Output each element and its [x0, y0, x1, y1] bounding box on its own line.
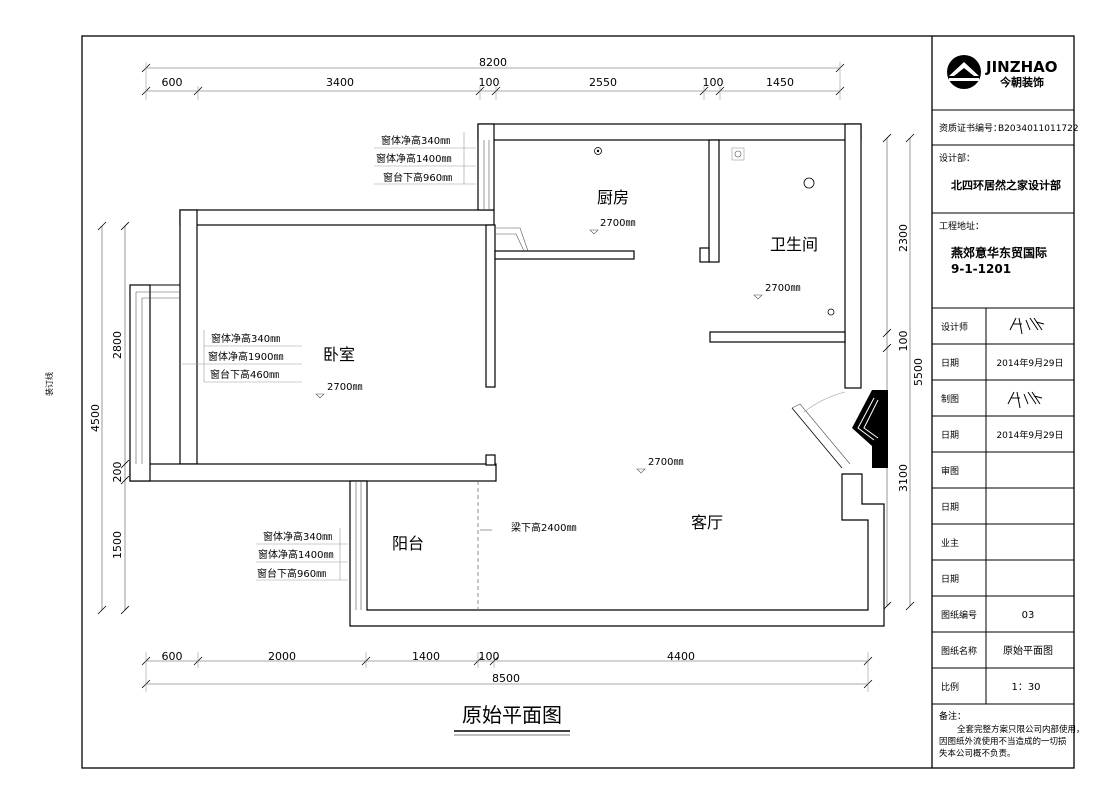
row-value-drawing-number: 03 — [1022, 610, 1035, 621]
row-label-date-4: 日期 — [941, 574, 959, 585]
remarks-line-2: 因图纸外流使用不当造成的一切损 — [939, 736, 1067, 747]
dim-top-total: 8200 — [479, 56, 507, 69]
address-line-1: 燕郊意华东贸国际 — [951, 245, 1047, 260]
row-label-scale: 比例 — [941, 681, 959, 693]
row-label-date-1: 日期 — [941, 358, 959, 369]
dim-bottom-2: 2000 — [268, 650, 296, 663]
height-bathroom: 2700㎜ — [765, 283, 800, 294]
kitchen-window-note-3: 窗台下高960㎜ — [383, 171, 452, 184]
balcony-window-note-frame — [256, 528, 348, 581]
remarks-label: 备注： — [939, 710, 966, 722]
walls — [129, 123, 885, 627]
bottom-dimension-lines — [141, 652, 873, 692]
dim-right-2: 100 — [897, 331, 910, 352]
room-living-label: 客厅 — [691, 513, 723, 532]
row-label-date-3: 日期 — [941, 502, 959, 513]
room-bathroom-label: 卫生间 — [770, 235, 818, 254]
address-label: 工程地址： — [939, 220, 984, 232]
row-value-drawing-name: 原始平面图 — [1003, 644, 1053, 657]
cert-value: B2034011011722 — [998, 124, 1079, 134]
dim-top-6: 1450 — [766, 76, 794, 89]
remarks-line-3: 失本公司概不负责。 — [939, 748, 1016, 759]
logo-cn: 今朝装饰 — [999, 75, 1044, 89]
dim-left-2: 200 — [111, 462, 124, 483]
logo-name: JINZHAO — [985, 58, 1058, 76]
height-bedroom: 2700㎜ — [327, 382, 362, 393]
entry-door — [791, 390, 888, 469]
cert-label: 资质证书编号： — [939, 122, 1002, 134]
dim-right-3: 3100 — [897, 464, 910, 492]
fixtures — [594, 147, 835, 316]
row-label-drawing-number: 图纸编号 — [941, 609, 977, 621]
title-block-grid — [932, 109, 1074, 705]
left-dimension-lines — [97, 221, 130, 615]
row-label-drawing-name: 图纸名称 — [941, 645, 977, 657]
dim-right-1: 2300 — [897, 224, 910, 252]
beam-line — [477, 481, 492, 610]
dim-top-1: 600 — [162, 76, 183, 89]
bedroom-window-note-frame — [182, 330, 302, 383]
dept-label: 设计部： — [939, 152, 975, 164]
dim-bottom-total: 8500 — [492, 672, 520, 685]
row-value-date-2: 2014年9月29日 — [996, 429, 1063, 441]
height-kitchen: 2700㎜ — [600, 218, 635, 229]
height-markers — [315, 229, 763, 474]
height-living: 2700㎜ — [648, 457, 683, 468]
row-value-scale: 1：30 — [1011, 682, 1040, 693]
jinzhao-logo-mark — [947, 55, 981, 89]
drawing-title: 原始平面图 — [462, 703, 562, 727]
row-value-date-1: 2014年9月29日 — [996, 357, 1063, 369]
sheet-border — [81, 35, 1075, 769]
dim-top-2: 3400 — [326, 76, 354, 89]
beam-height-note: 梁下高2400㎜ — [511, 521, 576, 534]
drafter-signature — [1007, 391, 1043, 409]
row-label-owner: 业主 — [941, 537, 959, 549]
balcony-window-note-3: 窗台下高960㎜ — [257, 567, 326, 580]
address-line-2: 9-1-1201 — [951, 262, 1011, 276]
dim-bottom-1: 600 — [162, 650, 183, 663]
balcony-window-note-2: 窗体净高1400㎜ — [258, 548, 333, 561]
binding-line-label: 装订线 — [44, 372, 54, 396]
dim-top-5: 100 — [703, 76, 724, 89]
row-label-designer: 设计师 — [941, 321, 968, 333]
room-bedroom-label: 卧室 — [323, 345, 355, 364]
kitchen-window-note-2: 窗体净高1400㎜ — [376, 152, 451, 165]
balcony-window-note-1: 窗体净高340㎜ — [263, 530, 332, 543]
kitchen-window-note-1: 窗体净高340㎜ — [381, 134, 450, 147]
remarks-line-1: 全套完整方案只限公司内部使用， — [957, 724, 1085, 735]
top-dimension-lines — [141, 62, 845, 100]
dim-left-3: 1500 — [111, 531, 124, 559]
bedroom-window-note-1: 窗体净高340㎜ — [211, 332, 280, 345]
designer-signature — [1009, 317, 1045, 335]
dim-bottom-5: 4400 — [667, 650, 695, 663]
dim-left-total: 4500 — [89, 404, 102, 432]
row-label-date-2: 日期 — [941, 430, 959, 441]
dim-bottom-4: 100 — [479, 650, 500, 663]
dim-top-4: 2550 — [589, 76, 617, 89]
right-dimension-lines — [882, 133, 915, 611]
dept-value: 北四环居然之家设计部 — [951, 178, 1061, 192]
dim-right-total: 5500 — [912, 358, 925, 386]
row-label-drafter: 制图 — [941, 393, 959, 405]
room-balcony-label: 阳台 — [392, 534, 424, 553]
kitchen-window-note-frame — [374, 132, 476, 185]
bedroom-window-note-2: 窗体净高1900㎜ — [208, 350, 283, 363]
dim-bottom-3: 1400 — [412, 650, 440, 663]
room-kitchen-label: 厨房 — [597, 188, 629, 207]
dim-top-3: 100 — [479, 76, 500, 89]
row-label-review: 审图 — [941, 465, 959, 477]
bedroom-window-note-3: 窗台下高460㎜ — [210, 368, 279, 381]
dim-left-1: 2800 — [111, 331, 124, 359]
